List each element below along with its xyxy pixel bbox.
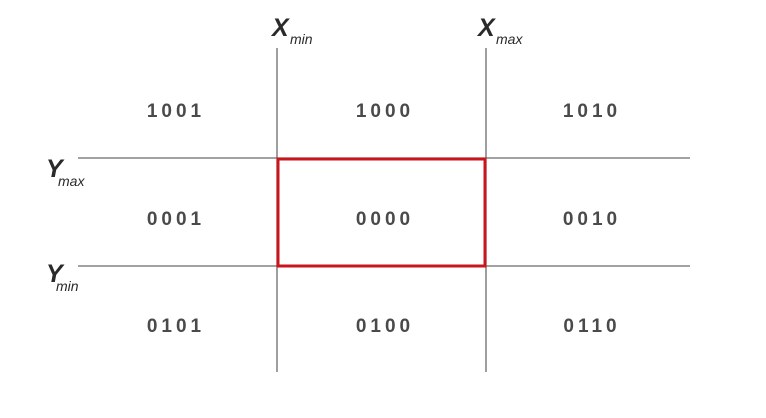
ymin-label: Y min — [46, 260, 79, 294]
clipping-window — [276, 157, 487, 268]
xmin-label: X min — [270, 14, 313, 47]
region-code-top-center: 1000 — [356, 101, 414, 122]
svg-text:min: min — [56, 278, 79, 294]
ymax-label: Y max — [46, 155, 85, 189]
svg-text:Y: Y — [46, 155, 65, 183]
region-code-bottom-left: 0101 — [147, 316, 205, 337]
xmax-label: X max — [476, 14, 523, 47]
svg-text:X: X — [476, 14, 496, 42]
region-code-bottom-center: 0100 — [356, 316, 414, 337]
svg-text:Y: Y — [46, 260, 65, 288]
svg-text:max: max — [58, 173, 85, 189]
region-code-top-right: 1010 — [563, 101, 621, 122]
svg-text:X: X — [270, 14, 290, 42]
region-code-middle-center: 0000 — [356, 209, 414, 230]
region-code-bottom-right: 0110 — [563, 316, 620, 337]
region-code-top-left: 1001 — [147, 101, 205, 122]
svg-text:min: min — [290, 31, 313, 47]
region-code-middle-right: 0010 — [563, 209, 621, 230]
svg-text:max: max — [496, 31, 523, 47]
region-code-middle-left: 0001 — [147, 209, 205, 230]
